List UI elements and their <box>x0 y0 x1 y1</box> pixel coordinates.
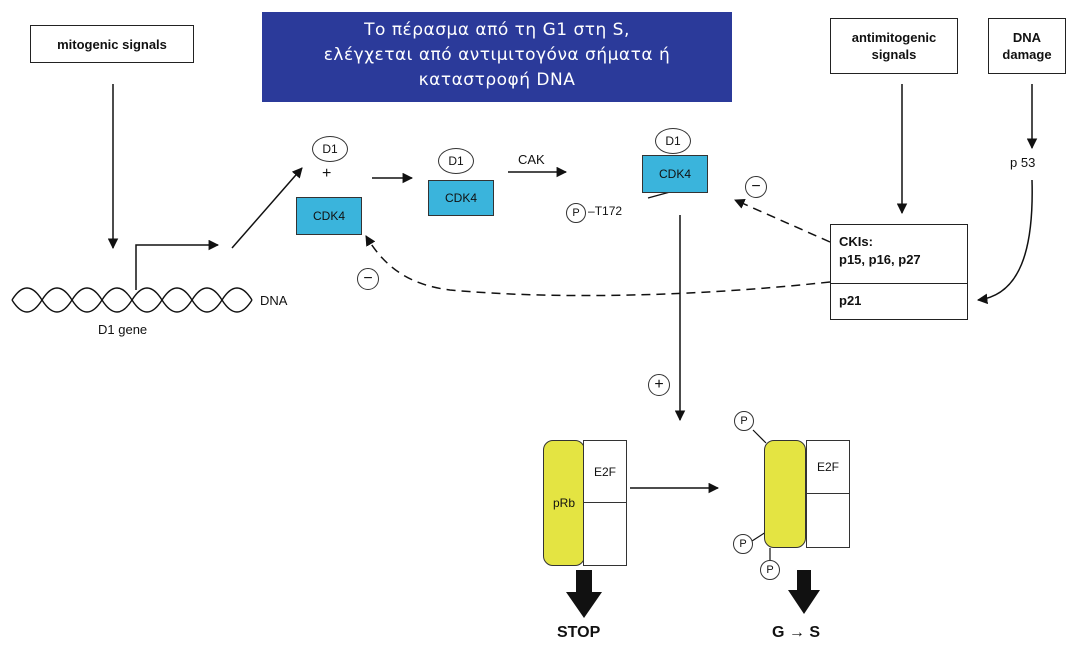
d1-label-complex: D1 <box>448 154 463 168</box>
phosphate-t172: P <box>566 203 586 223</box>
e2f-label: E2F <box>594 465 616 479</box>
minus-sign-active: − <box>745 176 767 198</box>
cdk4-complex: CDK4 <box>428 180 494 216</box>
plus-sign: + <box>322 165 331 183</box>
t172-text: T172 <box>595 204 622 218</box>
cdk4-active: CDK4 <box>642 155 708 193</box>
cdk4-label-complex: CDK4 <box>445 191 477 205</box>
cdk4-label: CDK4 <box>313 209 345 223</box>
e2f-label-released: E2F <box>817 460 839 474</box>
minus-label: − <box>751 179 760 195</box>
phosphate-1-label: P <box>740 415 747 427</box>
stop-arrow <box>566 570 602 618</box>
d1-oval-free: D1 <box>312 136 348 162</box>
cdk4-label-active: CDK4 <box>659 167 691 181</box>
dna-helix <box>12 288 252 312</box>
phosphate-2: P <box>733 534 753 554</box>
d1-label-active: D1 <box>665 134 680 148</box>
g-to-s-label: G → S <box>772 624 820 642</box>
t172-label: –T172 <box>588 204 622 218</box>
transcription-arrow <box>136 245 218 290</box>
phosphate-3: P <box>760 560 780 580</box>
phosphate-3-label: P <box>766 564 773 576</box>
cak-label: CAK <box>518 152 545 167</box>
e2f-top-released: E2F <box>807 441 849 494</box>
d1-gene-label: D1 gene <box>98 322 147 337</box>
cki-inhibit-active-cdk4 <box>735 200 830 242</box>
p-stem-1 <box>753 430 766 443</box>
d1-synthesis-arrow <box>232 168 302 248</box>
cki-header: CKIs: <box>839 233 873 251</box>
phosphate-label: P <box>572 207 579 219</box>
e2f-released: E2F <box>806 440 850 548</box>
cki-inhibit-cdk4 <box>366 236 830 296</box>
p53-label: p 53 <box>1010 155 1035 170</box>
plus-label: + <box>654 377 663 393</box>
d1-oval-complex: D1 <box>438 148 474 174</box>
prb-phosphorylated <box>764 440 806 548</box>
prb-hypophosphorylated: pRb <box>543 440 585 566</box>
cdk4-free: CDK4 <box>296 197 362 235</box>
g-to-s-arrow <box>788 570 820 614</box>
prb-label: pRb <box>553 496 575 510</box>
cki-members: p15, p16, p27 <box>839 251 921 269</box>
cki-divider <box>831 283 967 284</box>
d1-label: D1 <box>322 142 337 156</box>
dna-label: DNA <box>260 293 287 308</box>
stop-label: STOP <box>557 624 600 642</box>
cki-box: CKIs: p15, p16, p27 p21 <box>830 224 968 320</box>
minus-label-2: − <box>363 271 372 287</box>
p21-label: p21 <box>839 293 861 308</box>
plus-sign-activation: + <box>648 374 670 396</box>
phosphate-1: P <box>734 411 754 431</box>
p53-to-p21-arrow <box>978 180 1032 300</box>
e2f-bound: E2F <box>583 440 627 566</box>
phosphate-2-label: P <box>739 538 746 550</box>
d1-oval-active: D1 <box>655 128 691 154</box>
minus-sign-cdk4: − <box>357 268 379 290</box>
e2f-top: E2F <box>584 441 626 503</box>
